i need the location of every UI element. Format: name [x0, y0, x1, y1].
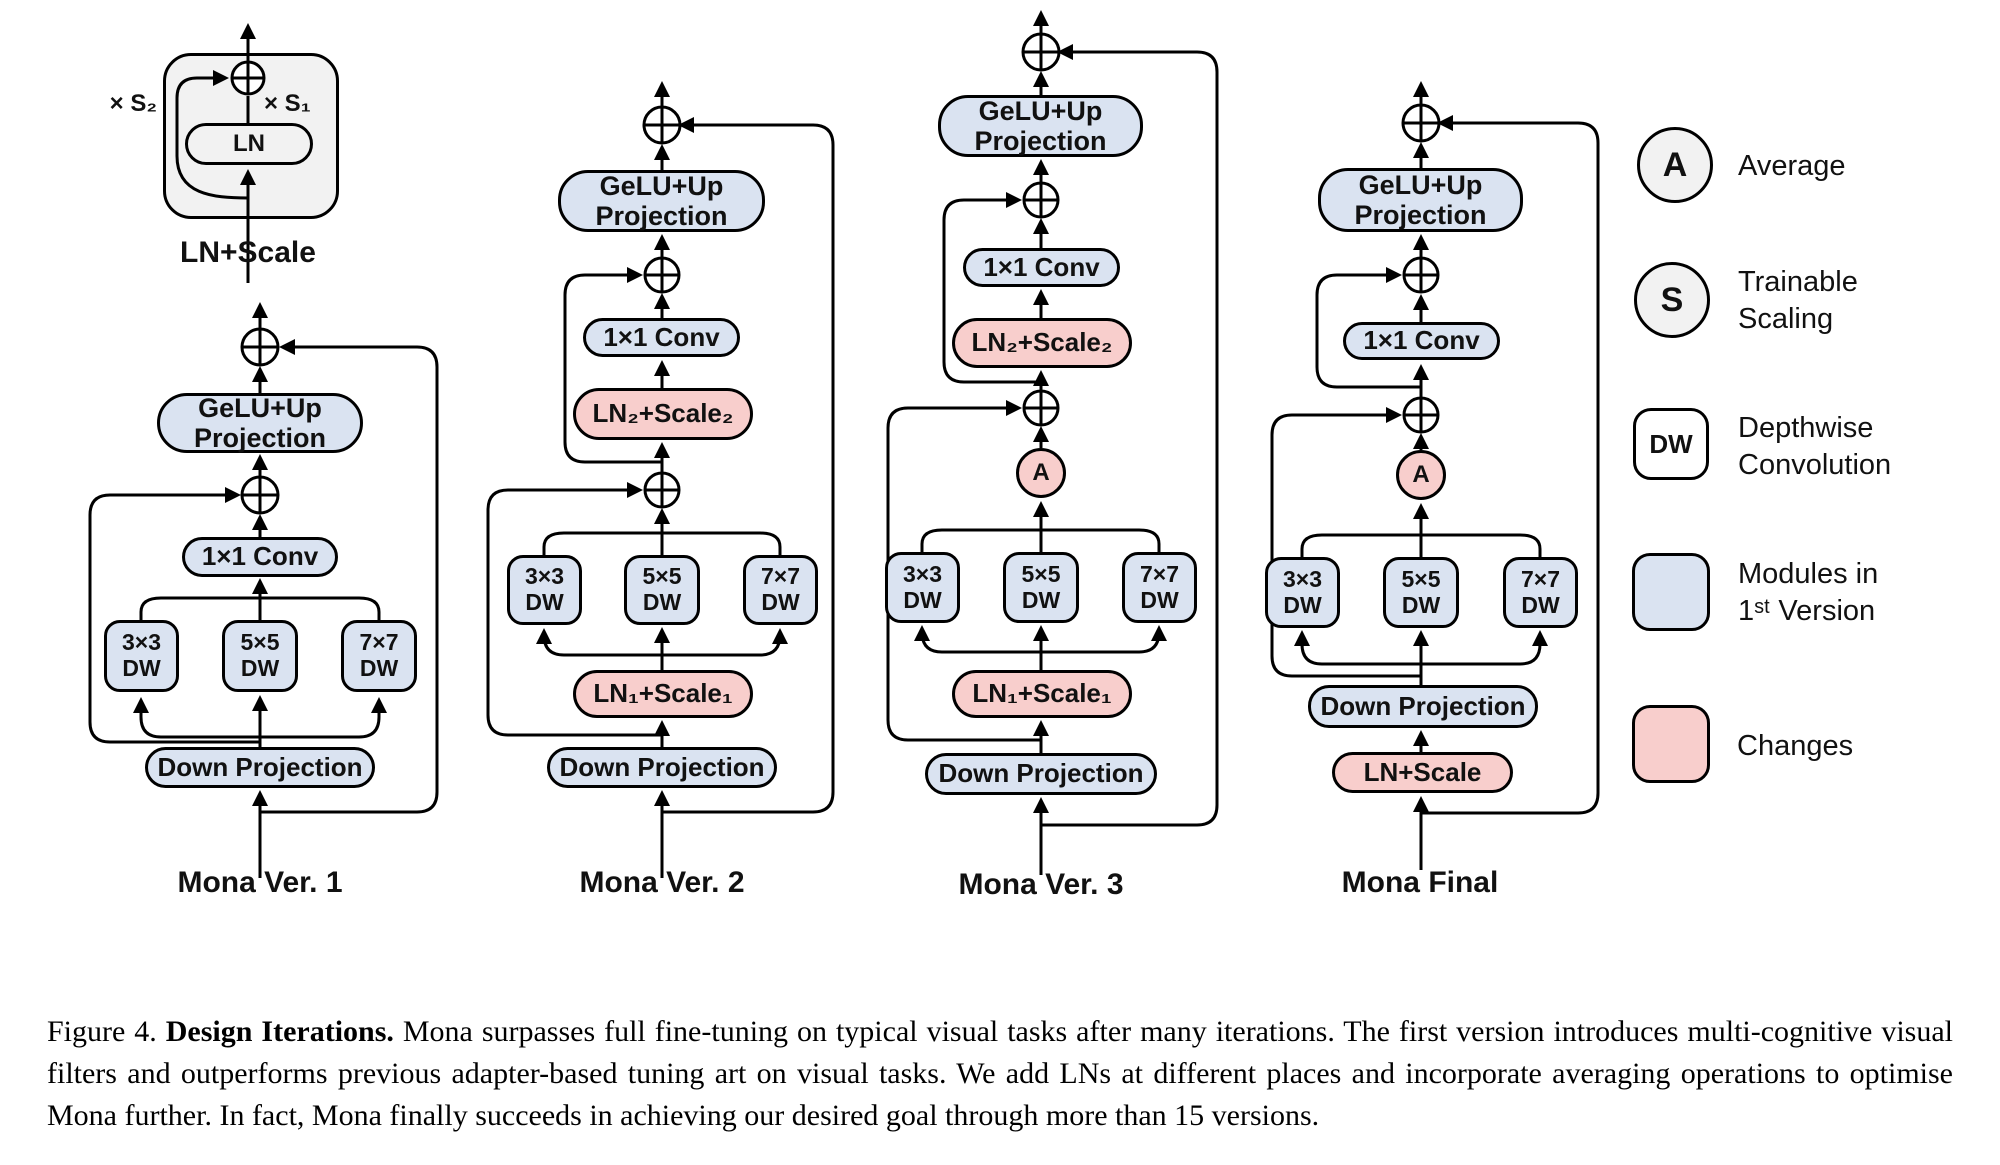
figure-caption: Figure 4. Design Iterations. Mona surpas…	[47, 1011, 1953, 1137]
inset-scale-s2-label: × S₂	[109, 90, 157, 117]
final-title: Mona Final	[1341, 866, 1499, 899]
v2-dw-7x7: 7×7 DW	[743, 555, 818, 625]
v1-dw-3x3: 3×3 DW	[104, 620, 179, 692]
v3-average-node: A	[1016, 448, 1066, 498]
final-dw-3x3: 3×3 DW	[1265, 557, 1340, 628]
v3-gelu-up-projection: GeLU+Up Projection	[938, 95, 1143, 157]
final-average-node: A	[1396, 450, 1446, 500]
v2-title: Mona Ver. 2	[579, 866, 745, 899]
v1-title: Mona Ver. 1	[177, 866, 343, 899]
final-down-projection: Down Projection	[1308, 685, 1538, 728]
inset-caption: LN+Scale	[180, 236, 316, 269]
v3-ln1-scale1: LN₁+Scale₁	[952, 670, 1132, 718]
v3-dw-3x3: 3×3 DW	[885, 552, 960, 623]
v2-1x1-conv: 1×1 Conv	[583, 318, 740, 357]
v2-gelu-up-projection: GeLU+Up Projection	[558, 170, 765, 232]
legend-changes-label: Changes	[1737, 730, 1854, 762]
v1-down-projection: Down Projection	[145, 747, 375, 788]
v2-down-projection: Down Projection	[547, 747, 777, 788]
legend-changes-swatch	[1632, 705, 1710, 783]
v1-wires	[88, 302, 439, 878]
v2-wires	[486, 81, 835, 878]
v3-wires	[886, 10, 1219, 875]
legend-depthwise-icon: DW	[1633, 408, 1709, 480]
legend-trainable-scaling-label: Trainable Scaling	[1738, 266, 1858, 335]
legend-trainable-scaling-icon: S	[1634, 262, 1710, 338]
final-gelu-up-projection: GeLU+Up Projection	[1318, 168, 1523, 232]
v1-dw-5x5: 5×5 DW	[222, 620, 298, 692]
final-wires	[1270, 81, 1600, 870]
final-dw-5x5: 5×5 DW	[1383, 557, 1459, 628]
legend-depthwise-label: Depthwise Convolution	[1738, 412, 1892, 481]
final-dw-7x7: 7×7 DW	[1503, 557, 1578, 628]
v1-gelu-up-projection: GeLU+Up Projection	[157, 393, 363, 453]
inset-ln-node: LN	[185, 123, 313, 165]
add-icon	[1401, 103, 1441, 434]
add-icon	[642, 105, 682, 509]
add-icon	[240, 327, 280, 515]
figure-caption-number: Figure 4.	[47, 1015, 157, 1048]
v3-down-projection: Down Projection	[925, 753, 1157, 795]
diagram-wires	[88, 10, 1600, 878]
legend-average-icon: A	[1637, 127, 1713, 203]
final-ln-scale: LN+Scale	[1332, 752, 1513, 793]
inset-wires	[175, 23, 266, 283]
v3-title: Mona Ver. 3	[958, 868, 1124, 901]
v1-dw-7x7: 7×7 DW	[341, 620, 417, 692]
legend-modules-label: Modules in 1ˢᵗ Version	[1738, 558, 1879, 627]
legend-modules-swatch	[1632, 553, 1710, 631]
legend-average-label: Average	[1738, 150, 1846, 182]
v2-dw-5x5: 5×5 DW	[624, 555, 700, 625]
v3-dw-5x5: 5×5 DW	[1003, 552, 1079, 623]
add-icon	[230, 60, 266, 96]
v3-1x1-conv: 1×1 Conv	[963, 248, 1120, 287]
v1-1x1-conv: 1×1 Conv	[182, 537, 338, 577]
figure-caption-body: Mona surpasses full fine-tuning on typic…	[47, 1015, 1953, 1132]
final-1x1-conv: 1×1 Conv	[1343, 322, 1500, 360]
v2-dw-3x3: 3×3 DW	[507, 555, 582, 625]
v3-dw-7x7: 7×7 DW	[1122, 552, 1197, 623]
v3-ln2-scale2: LN₂+Scale₂	[952, 318, 1132, 368]
figure-caption-title: Design Iterations.	[165, 1015, 394, 1048]
add-icon	[1021, 32, 1061, 427]
v2-ln1-scale1: LN₁+Scale₁	[573, 670, 753, 718]
v2-ln2-scale2: LN₂+Scale₂	[573, 388, 753, 440]
inset-scale-s1-label: × S₁	[264, 90, 311, 117]
